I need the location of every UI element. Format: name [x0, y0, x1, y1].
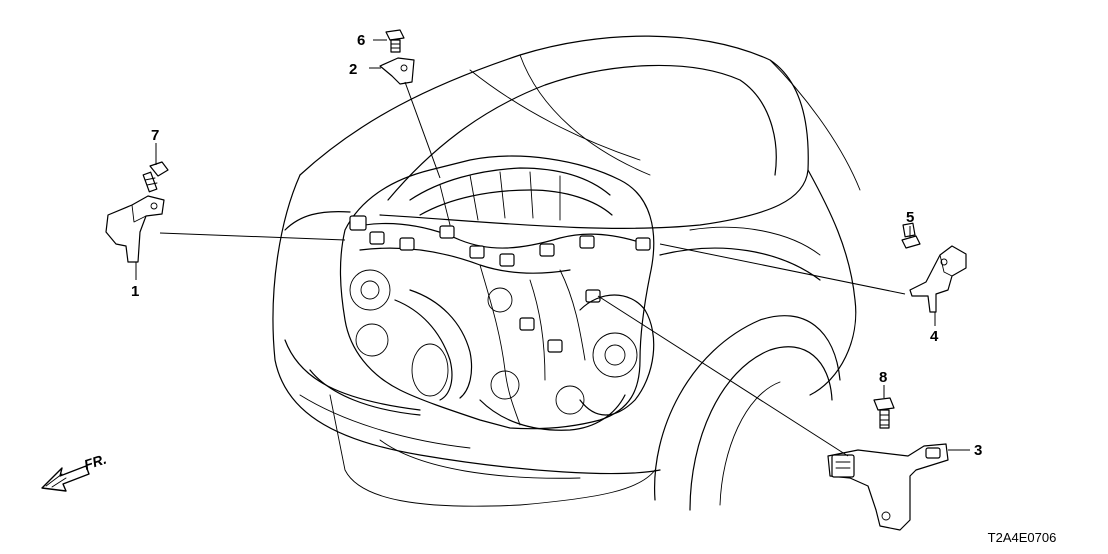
- callout-2: 2: [349, 61, 357, 78]
- part-2-bracket: [379, 57, 415, 85]
- part-5-bolt: [901, 222, 921, 249]
- front-direction-label: FR.: [82, 451, 108, 473]
- vehicle-body-outline: [272, 35, 861, 511]
- front-direction-indicator: FR.: [41, 451, 108, 492]
- part-8-bolt: [873, 397, 895, 429]
- callout-8: 8: [879, 369, 887, 386]
- diagram-code: T2A4E0706: [988, 530, 1057, 545]
- callout-5: 5: [906, 209, 914, 226]
- part-4-bracket: [909, 245, 967, 313]
- part-1-bracket: [105, 195, 165, 263]
- part-7-bolt: [142, 161, 169, 193]
- callout-3: 3: [974, 442, 982, 459]
- part-6-bolt: [385, 29, 405, 53]
- leader-lines: [135, 39, 970, 457]
- callout-1: 1: [131, 283, 139, 300]
- callout-6: 6: [357, 32, 365, 49]
- part-3-bracket: [827, 443, 949, 531]
- engine-assembly: [339, 155, 655, 431]
- callout-7: 7: [151, 127, 159, 144]
- callout-4: 4: [930, 328, 939, 345]
